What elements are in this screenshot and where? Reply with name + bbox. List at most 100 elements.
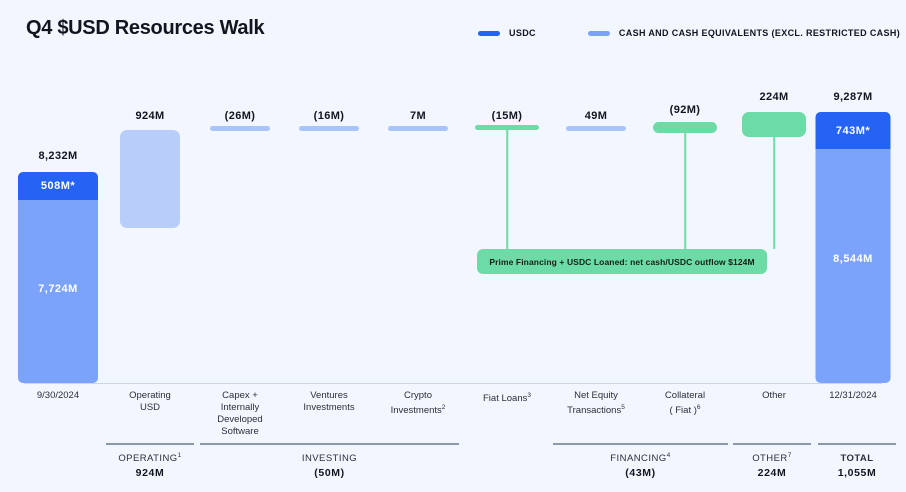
- column-net-equity[interactable]: 49M: [552, 60, 640, 383]
- x-label-line: Ventures: [310, 390, 348, 401]
- bar-crypto[interactable]: [388, 126, 448, 131]
- bar-other[interactable]: [742, 112, 806, 137]
- value-label-other: 224M: [759, 91, 789, 103]
- segment-cash-opening: 7,724M: [18, 200, 98, 383]
- segment-label-cash-closing: 8,544M: [833, 253, 873, 265]
- summary-group-total[interactable]: TOTAL 1,055M: [818, 443, 896, 479]
- x-label-crypto: Crypto Investments2: [374, 390, 462, 417]
- x-label-line: Crypto: [404, 390, 432, 401]
- bar-ventures[interactable]: [299, 126, 359, 131]
- chart-title: Q4 $USD Resources Walk: [26, 17, 265, 39]
- summary-group-investing[interactable]: INVESTING (50M): [200, 443, 459, 479]
- segment-label-cash-opening: 7,724M: [38, 283, 78, 295]
- value-label-ventures: (16M): [313, 110, 345, 122]
- x-label-footnote: 6: [696, 404, 701, 411]
- x-label-line: 12/31/2024: [829, 390, 877, 401]
- column-crypto[interactable]: 7M: [374, 60, 462, 383]
- summary-row: OPERATING1 924M INVESTING (50M) FINANCIN…: [0, 443, 906, 488]
- segment-usdc-closing: 743M*: [815, 112, 891, 149]
- x-label-line: USD: [139, 402, 161, 413]
- x-label-line: Developed: [217, 414, 263, 425]
- value-label-fiat-loans: (15M): [491, 110, 523, 122]
- column-9-30-2024[interactable]: 8,232M 508M* 7,724M: [8, 60, 108, 383]
- summary-group-financing[interactable]: FINANCING4 (43M): [553, 443, 728, 479]
- value-label-net-equity: 49M: [584, 110, 608, 122]
- summary-rule: [200, 443, 459, 445]
- bar-net-equity[interactable]: [566, 126, 626, 131]
- bar-fiat-loans[interactable]: [475, 125, 539, 130]
- connector-collateral: [684, 133, 686, 249]
- column-ventures[interactable]: (16M): [285, 60, 373, 383]
- segment-usdc-opening: 508M*: [18, 172, 98, 200]
- x-axis-labels: 9/30/2024 Operating USD Capex + Internal…: [0, 390, 906, 442]
- x-label-other: Other: [730, 390, 818, 402]
- summary-group-other[interactable]: OTHER7 224M: [733, 443, 811, 479]
- summary-group-name: TOTAL: [818, 452, 896, 464]
- summary-group-name-text: OTHER: [752, 452, 788, 464]
- summary-group-value: 924M: [135, 466, 165, 479]
- x-label-line: Capex +: [222, 390, 258, 401]
- x-label-line: Net Equity: [574, 390, 618, 401]
- summary-group-value: 224M: [757, 466, 787, 479]
- legend-item-cash[interactable]: CASH AND CASH EQUIVALENTS (EXCL. RESTRIC…: [587, 28, 901, 38]
- summary-rule: [733, 443, 811, 445]
- x-label-9-30-2024: 9/30/2024: [8, 390, 108, 402]
- value-label-collateral: (92M): [669, 104, 701, 116]
- value-label-operating-usd: 924M: [135, 110, 165, 122]
- summary-group-value: (50M): [314, 466, 345, 479]
- connector-fiat-loans: [506, 130, 508, 249]
- x-label-operating-usd: Operating USD: [105, 390, 195, 414]
- bar-operating-usd[interactable]: [120, 130, 180, 228]
- x-label-line: Transactions: [567, 405, 622, 417]
- x-label-line: 9/30/2024: [36, 390, 80, 401]
- legend-label-usdc: USDC: [509, 28, 536, 38]
- summary-rule: [106, 443, 194, 445]
- x-label-collateral: Collateral ( Fiat )6: [641, 390, 729, 417]
- x-label-line: Software: [221, 426, 259, 437]
- summary-group-name-text: INVESTING: [301, 452, 358, 464]
- summary-group-name: OTHER7: [733, 452, 811, 464]
- annotation-prime-financing[interactable]: Prime Financing + USDC Loaned: net cash/…: [477, 249, 767, 274]
- summary-group-operating[interactable]: OPERATING1 924M: [106, 443, 194, 479]
- x-label-footnote: 2: [441, 404, 446, 411]
- summary-rule: [553, 443, 728, 445]
- annotation-text: Prime Financing + USDC Loaned: net cash/…: [489, 256, 755, 267]
- column-fiat-loans[interactable]: (15M): [463, 60, 551, 383]
- value-label-opening-total: 8,232M: [38, 150, 78, 162]
- value-label-crypto: 7M: [409, 110, 427, 122]
- column-operating-usd[interactable]: 924M: [105, 60, 195, 383]
- bar-closing-balance[interactable]: 743M* 8,544M: [815, 112, 891, 383]
- column-capex[interactable]: (26M): [196, 60, 284, 383]
- x-label-line: Fiat Loans: [483, 393, 528, 405]
- bar-collateral[interactable]: [653, 122, 717, 133]
- bar-capex[interactable]: [210, 126, 270, 131]
- x-label-line: Investments: [390, 405, 442, 417]
- summary-rule: [818, 443, 896, 445]
- x-label-line: Other: [762, 390, 786, 401]
- summary-group-name: INVESTING: [200, 452, 459, 464]
- x-label-12-31-2024: 12/31/2024: [805, 390, 901, 402]
- column-other[interactable]: 224M: [730, 60, 818, 383]
- x-label-footnote: 5: [621, 404, 625, 411]
- bar-opening-balance[interactable]: 508M* 7,724M: [18, 172, 98, 383]
- x-label-line-sup: Transactions5: [552, 402, 640, 417]
- chart-legend: USDC CASH AND CASH EQUIVALENTS (EXCL. RE…: [478, 28, 900, 38]
- legend-label-cash: CASH AND CASH EQUIVALENTS (EXCL. RESTRIC…: [618, 28, 901, 38]
- x-label-line: ( Fiat ): [669, 405, 697, 417]
- plot-area: 8,232M 508M* 7,724M 924M (26M) (16M): [0, 60, 906, 383]
- column-12-31-2024[interactable]: 9,287M 743M* 8,544M: [805, 60, 901, 383]
- column-collateral[interactable]: (92M): [641, 60, 729, 383]
- x-label-capex: Capex + Internally Developed Software: [196, 390, 284, 438]
- x-label-ventures: Ventures Investments: [285, 390, 373, 414]
- x-label-fiat-loans: Fiat Loans3: [463, 390, 551, 405]
- summary-group-name: OPERATING1: [106, 452, 194, 464]
- summary-group-value: 1,055M: [837, 466, 877, 479]
- x-label-line-sup: Fiat Loans3: [463, 390, 551, 405]
- axis-baseline: [24, 383, 882, 384]
- legend-item-usdc[interactable]: USDC: [478, 28, 536, 38]
- summary-group-name-text: TOTAL: [840, 452, 874, 464]
- summary-group-name-text: FINANCING: [610, 452, 667, 464]
- segment-label-usdc-closing: 743M*: [835, 124, 871, 137]
- value-label-closing-total: 9,287M: [833, 91, 873, 103]
